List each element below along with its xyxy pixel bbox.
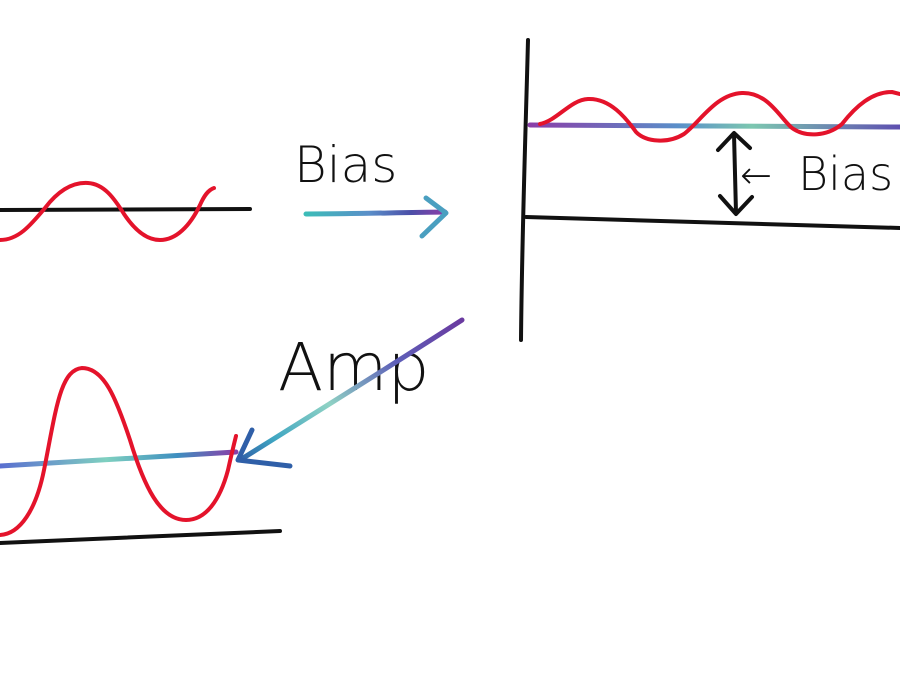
axis-line-amplified (0, 529, 282, 545)
amp-arrow-head (235, 427, 293, 469)
double-arrow-head-down (718, 194, 754, 216)
panel-biased-signal: ← Bias (519, 38, 900, 342)
panel-amplified-signal (0, 366, 282, 545)
amp-label: Amp (278, 329, 429, 406)
double-arrow-head-up (716, 131, 752, 152)
horizontal-axis-biased (524, 215, 900, 230)
sine-wave-biased (538, 90, 900, 143)
double-arrow-shaft (732, 132, 738, 215)
vertical-axis-biased (519, 38, 530, 342)
bias-label-side: Bias (798, 147, 893, 201)
amp-baseline (0, 449, 239, 469)
bias-side-arrow-icon: ← (740, 153, 772, 197)
bias-baseline (527, 122, 900, 130)
amp-transform: Amp (235, 317, 465, 469)
bias-transform: Bias (294, 136, 449, 239)
sine-wave-amplified (0, 366, 238, 537)
bias-arrow-shaft (303, 209, 448, 217)
bias-arrow-head (419, 195, 449, 239)
bias-label-top: Bias (294, 136, 397, 194)
bias-offset-indicator: ← Bias (716, 131, 893, 216)
panel-original-signal (0, 180, 252, 242)
amp-arrow-shaft (237, 317, 465, 463)
sine-wave-original (0, 180, 216, 242)
axis-line-original (0, 207, 252, 212)
